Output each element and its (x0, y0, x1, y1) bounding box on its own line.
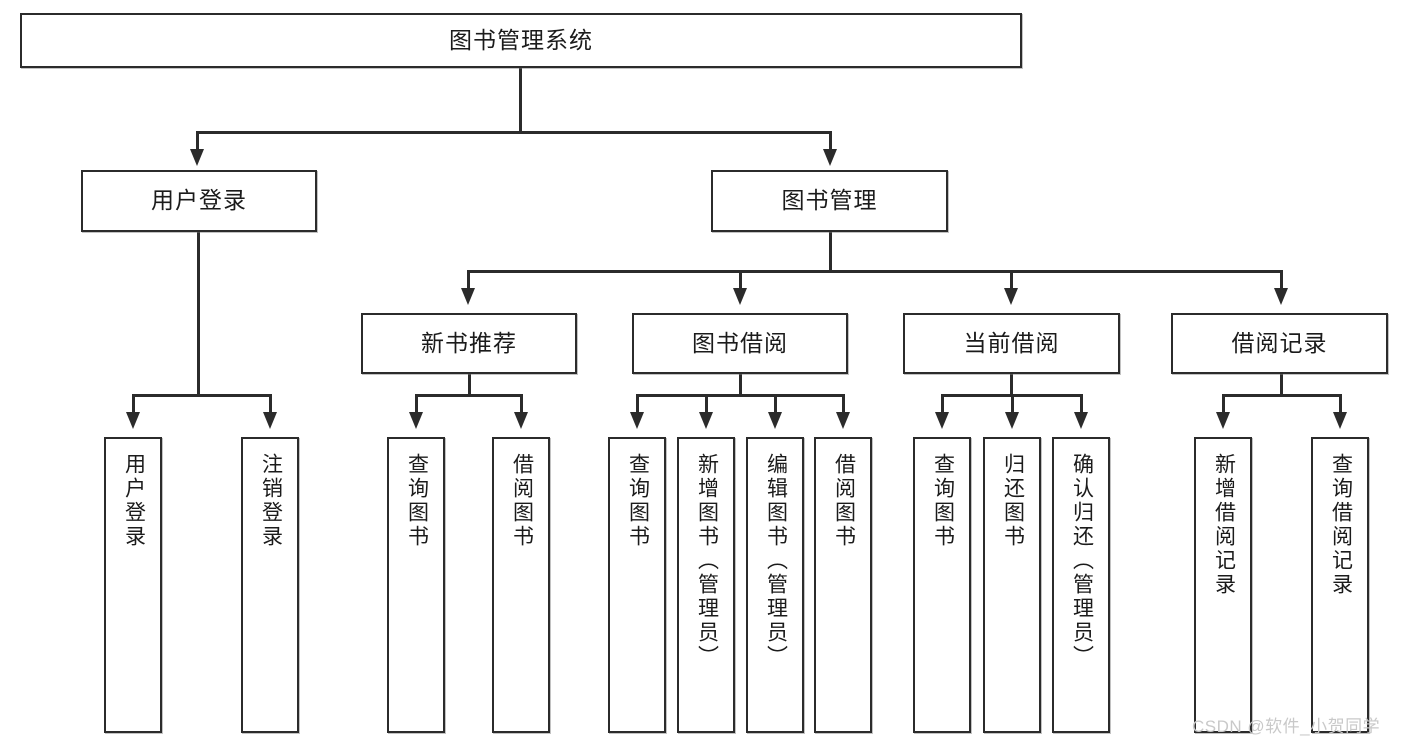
connector-br-to-leaf-1 (1222, 394, 1225, 414)
arrow-bm-to-borrow-record (1274, 288, 1288, 305)
connector-bm-to-current-borrow (1010, 270, 1013, 290)
arrow-root-to-user-login (190, 149, 204, 166)
node-leaf-query-record-label: 查询借阅记录 (1329, 453, 1353, 597)
node-leaf-user-login[interactable]: 用户登录 (104, 437, 162, 733)
node-leaf-query-book-1[interactable]: 查询图书 (387, 437, 445, 733)
node-leaf-add-record-label: 新增借阅记录 (1212, 453, 1236, 597)
connector-bb-to-leaf-3 (774, 394, 777, 414)
node-book-borrow[interactable]: 图书借阅 (632, 313, 848, 374)
connector-book-borrow-stem (739, 374, 742, 396)
connector-borrow-record-stem (1280, 374, 1283, 396)
node-new-book-rec[interactable]: 新书推荐 (361, 313, 577, 374)
node-leaf-add-record[interactable]: 新增借阅记录 (1194, 437, 1252, 733)
node-leaf-borrow-book-1[interactable]: 借阅图书 (492, 437, 550, 733)
arrow-nbr-to-leaf-1 (409, 412, 423, 429)
connector-user-login-to-leaf-2 (269, 394, 272, 414)
arrow-user-login-to-leaf-2 (263, 412, 277, 429)
connector-user-login-bar (132, 394, 271, 397)
node-leaf-user-login-label: 用户登录 (122, 453, 146, 549)
node-root-label: 图书管理系统 (449, 26, 593, 53)
node-leaf-borrow-book-2-label: 借阅图书 (832, 453, 856, 549)
connector-bm-to-new-book-rec (467, 270, 470, 290)
node-leaf-return-book-label: 归还图书 (1001, 453, 1025, 549)
node-leaf-add-book-label: 新增图书（管理员） (695, 453, 719, 669)
arrow-bb-to-leaf-4 (836, 412, 850, 429)
node-leaf-user-logout-label: 注销登录 (259, 453, 283, 549)
connector-book-manage-bar (467, 270, 1283, 273)
arrow-cb-to-leaf-1 (935, 412, 949, 429)
arrow-cb-to-leaf-2 (1005, 412, 1019, 429)
arrow-nbr-to-leaf-2 (514, 412, 528, 429)
node-leaf-query-book-1-label: 查询图书 (405, 453, 429, 549)
connector-current-borrow-stem (1010, 374, 1013, 396)
connector-cb-to-leaf-2 (1011, 394, 1014, 414)
connector-root-to-book-manage (829, 131, 832, 151)
connector-br-to-leaf-2 (1339, 394, 1342, 414)
node-leaf-add-book[interactable]: 新增图书（管理员） (677, 437, 735, 733)
connector-borrow-record-bar (1222, 394, 1341, 397)
node-borrow-record-label: 借阅记录 (1231, 329, 1328, 356)
arrow-bm-to-current-borrow (1004, 288, 1018, 305)
node-user-login[interactable]: 用户登录 (81, 170, 317, 232)
arrow-bb-to-leaf-2 (699, 412, 713, 429)
node-current-borrow[interactable]: 当前借阅 (903, 313, 1120, 374)
connector-new-book-rec-bar (415, 394, 522, 397)
arrow-bm-to-book-borrow (733, 288, 747, 305)
connector-bb-to-leaf-4 (842, 394, 845, 414)
node-leaf-confirm-return[interactable]: 确认归还（管理员） (1052, 437, 1110, 733)
node-leaf-borrow-book-2[interactable]: 借阅图书 (814, 437, 872, 733)
node-leaf-query-book-2-label: 查询图书 (626, 453, 650, 549)
connector-nbr-to-leaf-1 (415, 394, 418, 414)
connector-cb-to-leaf-3 (1080, 394, 1083, 414)
connector-user-login-to-leaf-1 (132, 394, 135, 414)
arrow-root-to-book-manage (823, 149, 837, 166)
connector-book-borrow-bar (636, 394, 844, 397)
node-new-book-rec-label: 新书推荐 (421, 329, 517, 356)
connector-book-manage-stem (829, 232, 832, 272)
connector-bm-to-book-borrow (739, 270, 742, 290)
node-root[interactable]: 图书管理系统 (20, 13, 1022, 68)
arrow-br-to-leaf-1 (1216, 412, 1230, 429)
node-book-manage[interactable]: 图书管理 (711, 170, 948, 232)
arrow-bb-to-leaf-1 (630, 412, 644, 429)
node-leaf-edit-book[interactable]: 编辑图书（管理员） (746, 437, 804, 733)
connector-bb-to-leaf-1 (636, 394, 639, 414)
arrow-user-login-to-leaf-1 (126, 412, 140, 429)
arrow-bb-to-leaf-3 (768, 412, 782, 429)
node-leaf-return-book[interactable]: 归还图书 (983, 437, 1041, 733)
node-user-login-label: 用户登录 (151, 187, 247, 214)
node-leaf-user-logout[interactable]: 注销登录 (241, 437, 299, 733)
node-leaf-query-book-2[interactable]: 查询图书 (608, 437, 666, 733)
connector-root-bar (196, 131, 832, 134)
arrow-br-to-leaf-2 (1333, 412, 1347, 429)
node-leaf-query-record[interactable]: 查询借阅记录 (1311, 437, 1369, 733)
connector-bb-to-leaf-2 (705, 394, 708, 414)
node-leaf-query-book-3-label: 查询图书 (931, 453, 955, 549)
connector-root-stem (519, 68, 522, 132)
arrow-cb-to-leaf-3 (1074, 412, 1088, 429)
node-leaf-query-book-3[interactable]: 查询图书 (913, 437, 971, 733)
node-borrow-record[interactable]: 借阅记录 (1171, 313, 1388, 374)
connector-nbr-to-leaf-2 (520, 394, 523, 414)
connector-bm-to-borrow-record (1280, 270, 1283, 290)
arrow-bm-to-new-book-rec (461, 288, 475, 305)
connector-cb-to-leaf-1 (941, 394, 944, 414)
connector-new-book-rec-stem (468, 374, 471, 396)
node-leaf-edit-book-label: 编辑图书（管理员） (764, 453, 788, 669)
node-current-borrow-label: 当前借阅 (963, 329, 1060, 356)
node-book-manage-label: 图书管理 (781, 187, 878, 214)
connector-user-login-stem (197, 232, 200, 396)
node-leaf-borrow-book-1-label: 借阅图书 (510, 453, 534, 549)
connector-root-to-user-login (196, 131, 199, 151)
node-book-borrow-label: 图书借阅 (692, 329, 788, 356)
node-leaf-confirm-return-label: 确认归还（管理员） (1070, 453, 1094, 669)
